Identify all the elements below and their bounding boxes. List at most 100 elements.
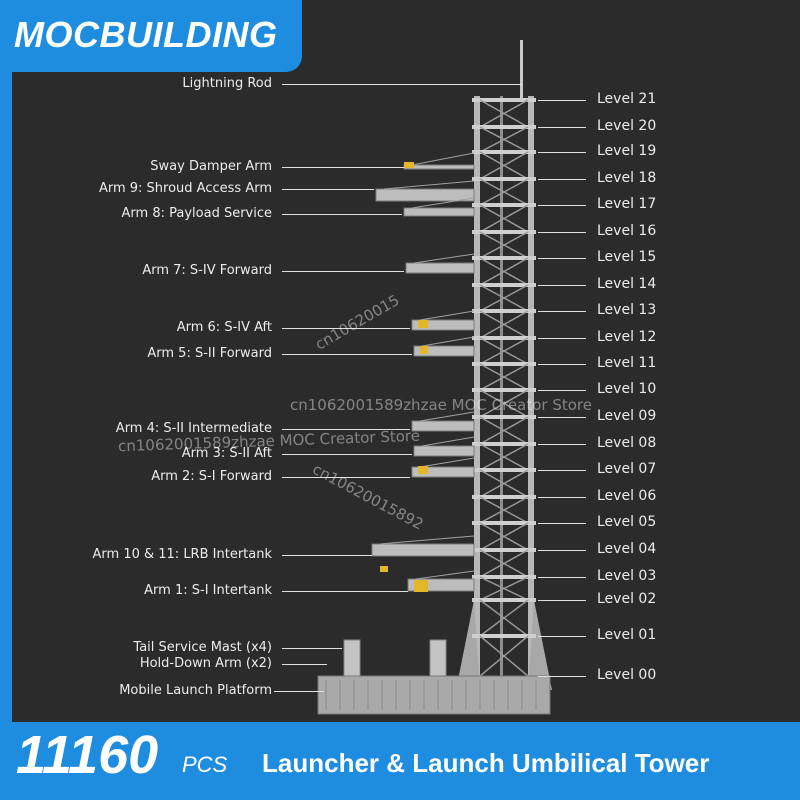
arm-accent xyxy=(380,566,388,572)
callout-label: Arm 10 & 11: LRB Intertank xyxy=(92,547,272,562)
swing-arm-strut xyxy=(421,336,475,347)
callout-leader-line xyxy=(282,214,402,215)
level-beam xyxy=(472,598,536,602)
level-leader-line xyxy=(538,390,586,391)
cross-brace xyxy=(479,416,529,445)
callout-label: Sway Damper Arm xyxy=(150,159,272,174)
callout-label: Mobile Launch Platform xyxy=(119,683,272,698)
level-label: Level 08 xyxy=(597,435,657,451)
cross-brace xyxy=(479,576,529,601)
level-label: Level 12 xyxy=(597,329,657,345)
callout-leader-line xyxy=(282,454,412,455)
callout-leader-line xyxy=(282,477,410,478)
callout-leader-line xyxy=(282,271,404,272)
level-beam xyxy=(472,415,536,419)
level-label: Level 11 xyxy=(597,355,657,371)
swing-arm-strut xyxy=(413,253,475,264)
level-label: Level 07 xyxy=(597,461,657,477)
level-leader-line xyxy=(538,338,586,339)
level-label: Level 03 xyxy=(597,568,657,584)
swing-arm-strut xyxy=(383,180,475,190)
swing-arm xyxy=(371,543,475,557)
swing-arm xyxy=(413,445,475,457)
level-leader-line xyxy=(538,497,586,498)
level-leader-line xyxy=(538,444,586,445)
level-label: Level 18 xyxy=(597,170,657,186)
swing-arm xyxy=(411,420,475,432)
level-beam xyxy=(472,362,536,366)
brand-name: MOCBUILDING xyxy=(14,14,278,55)
level-beam xyxy=(472,521,536,525)
swing-arm xyxy=(405,262,475,274)
swing-arm xyxy=(375,188,475,202)
cross-brace xyxy=(479,635,529,677)
brand-banner: MOCBUILDING xyxy=(0,0,302,72)
level-leader-line xyxy=(538,285,586,286)
level-label: Level 14 xyxy=(597,276,657,292)
cross-brace xyxy=(479,231,529,259)
level-label: Level 13 xyxy=(597,302,657,318)
level-leader-line xyxy=(538,311,586,312)
tower-base-brace xyxy=(456,600,480,690)
level-beam xyxy=(472,98,536,102)
level-leader-line xyxy=(538,258,586,259)
swing-arm-strut xyxy=(415,570,475,580)
swing-arm xyxy=(403,164,475,170)
watermark-main: cn1062001589zhzae MOC Creator Store xyxy=(290,396,592,414)
cross-brace xyxy=(479,204,529,233)
cross-brace xyxy=(479,178,529,206)
swing-arm-strut xyxy=(411,152,475,166)
level-leader-line xyxy=(538,127,586,128)
level-label: Level 15 xyxy=(597,249,657,265)
callout-leader-line xyxy=(282,328,410,329)
callout-leader-line xyxy=(282,189,374,190)
callout-label: Arm 6: S-IV Aft xyxy=(176,320,272,335)
level-label: Level 06 xyxy=(597,488,657,504)
level-beam xyxy=(472,634,536,638)
level-label: Level 16 xyxy=(597,223,657,239)
callout-label: Hold-Down Arm (x2) xyxy=(139,656,272,671)
level-beam xyxy=(472,442,536,446)
swing-arm-strut xyxy=(379,535,475,545)
level-leader-line xyxy=(538,179,586,180)
level-leader-line xyxy=(538,417,586,418)
callout-leader-line xyxy=(282,429,410,430)
cross-brace xyxy=(479,549,529,578)
callout-leader-line xyxy=(282,664,327,665)
level-label: Level 05 xyxy=(597,514,657,530)
arm-accent xyxy=(404,162,414,168)
arm-accent xyxy=(418,466,428,474)
level-label: Level 09 xyxy=(597,408,657,424)
callout-leader-line xyxy=(282,84,522,85)
level-leader-line xyxy=(538,523,586,524)
arm-accent xyxy=(420,346,428,354)
cross-brace xyxy=(479,310,529,339)
level-leader-line xyxy=(538,232,586,233)
cross-brace xyxy=(479,443,529,471)
level-beam xyxy=(472,468,536,472)
level-beam xyxy=(472,336,536,340)
swing-arm-strut xyxy=(419,457,475,468)
level-beam xyxy=(472,283,536,287)
cross-brace xyxy=(479,389,529,418)
level-label: Level 20 xyxy=(597,118,657,134)
level-beam xyxy=(472,230,536,234)
callout-label: Arm 5: S-II Forward xyxy=(147,346,272,361)
callout-label: Arm 3: S-II Aft xyxy=(181,446,272,461)
swing-arm xyxy=(403,207,475,217)
cross-brace xyxy=(479,151,529,180)
level-beam xyxy=(472,548,536,552)
piece-count: 11160 xyxy=(16,725,159,785)
callout-leader-line xyxy=(282,555,372,556)
level-beam xyxy=(472,495,536,499)
level-leader-line xyxy=(538,364,586,365)
callout-leader-line xyxy=(282,648,342,649)
level-label: Level 19 xyxy=(597,143,657,159)
level-leader-line xyxy=(538,205,586,206)
callout-leader-line xyxy=(282,591,408,592)
level-label: Level 10 xyxy=(597,381,657,397)
callout-label: Arm 1: S-I Intertank xyxy=(144,583,272,598)
level-leader-line xyxy=(538,550,586,551)
swing-arm xyxy=(411,466,475,478)
